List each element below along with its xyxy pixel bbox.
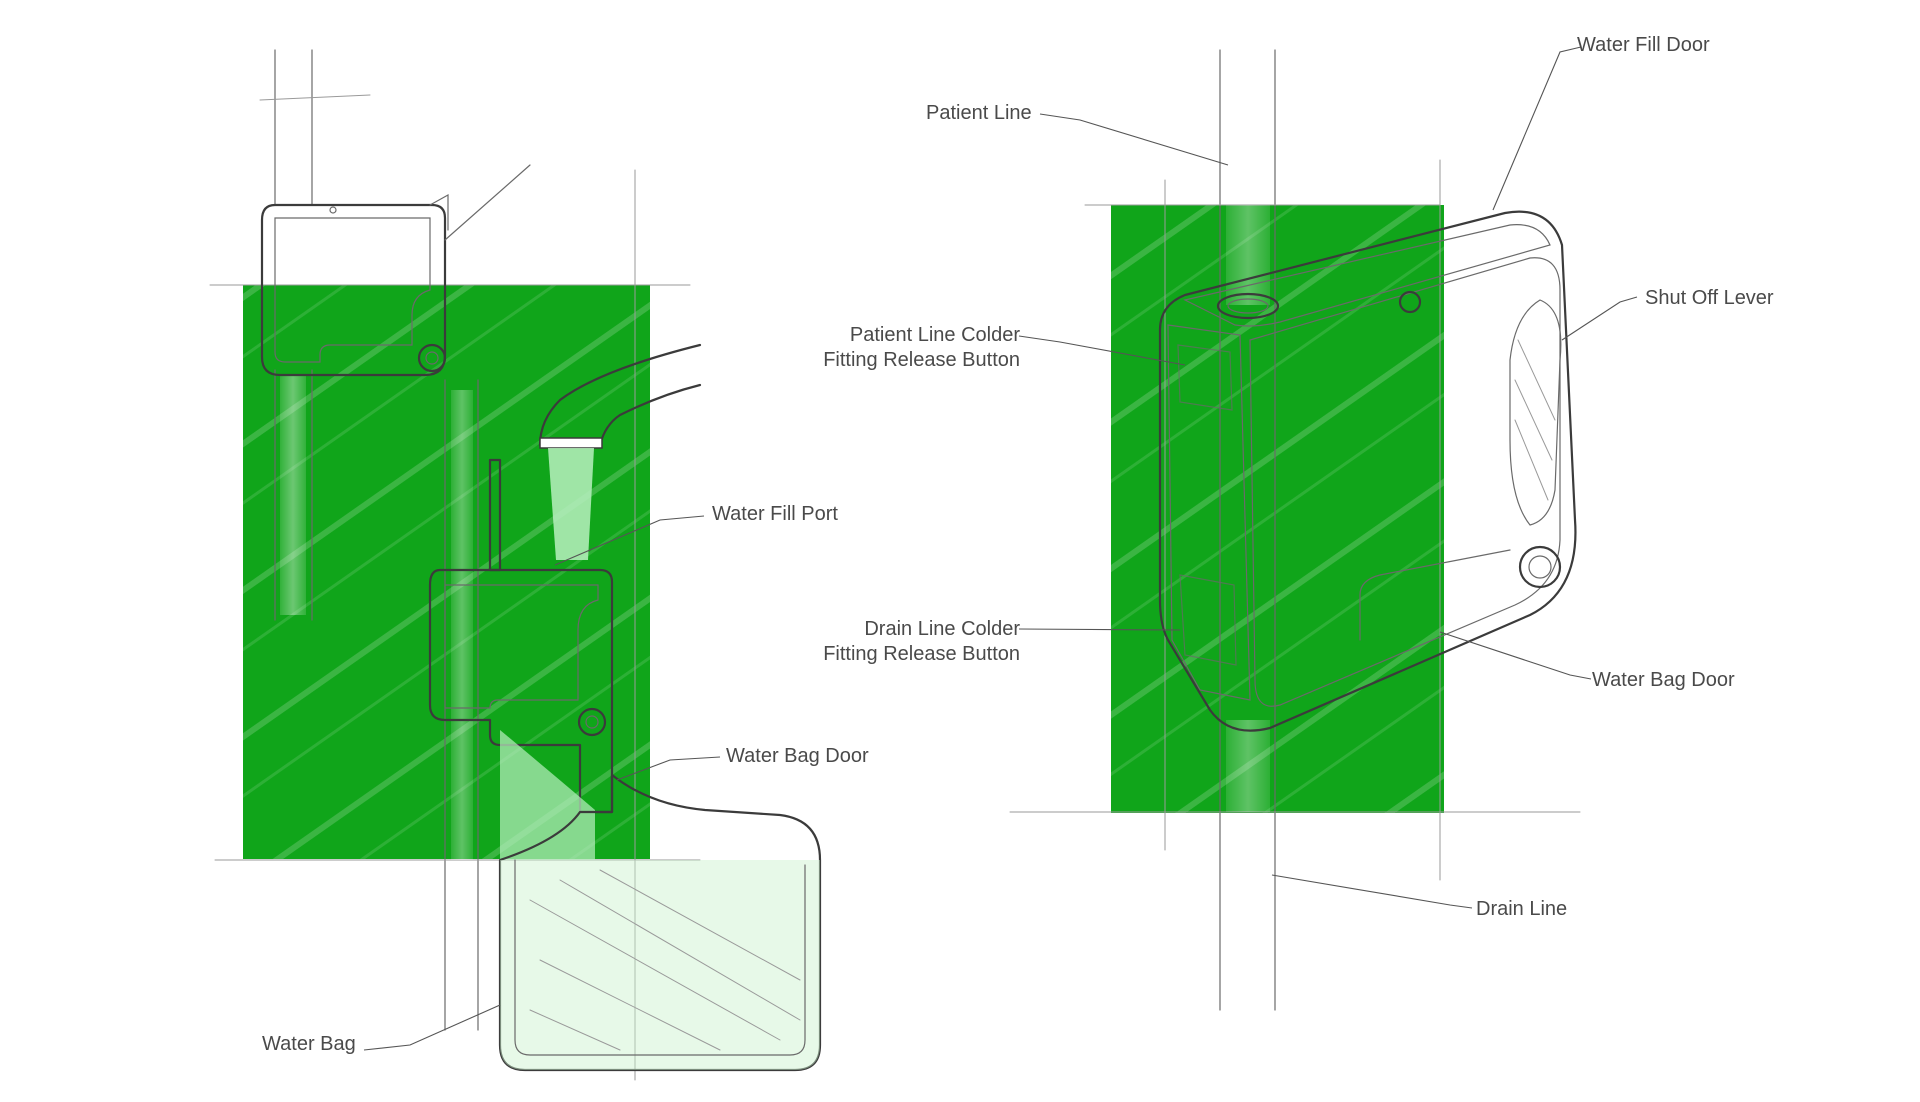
left-figure (209, 49, 822, 1081)
right-figure (1009, 46, 1638, 1011)
bottom-clip-sketch (428, 458, 614, 860)
label-drain-line: Drain Line (1476, 898, 1568, 920)
label-shut-off-lever: Shut Off Lever (1645, 287, 1774, 309)
top-clip-sketch (260, 164, 531, 377)
faucet-sketch (538, 343, 702, 560)
label-left-water-bag-door: Water Bag Door (726, 745, 869, 767)
label-patient-line: Patient Line (926, 102, 1032, 124)
label-right-water-bag-door: Water Bag Door (1592, 669, 1735, 691)
label-drain-line-colder-button: Drain Line Colder Fitting Release Button (823, 618, 1020, 665)
water-bag-sketch (498, 773, 822, 1072)
right-tube-lines (1009, 49, 1581, 1011)
device-body-sketch (1158, 210, 1577, 732)
left-tube-lines (209, 49, 701, 1081)
label-water-bag: Water Bag (262, 1033, 356, 1055)
left-leader-lines (363, 515, 721, 1051)
label-water-fill-door: Water Fill Door (1577, 34, 1710, 56)
right-leader-lines (1018, 46, 1638, 909)
label-water-fill-port: Water Fill Port (712, 503, 838, 525)
label-patient-line-colder-button: Patient Line Colder Fitting Release Butt… (823, 324, 1020, 371)
